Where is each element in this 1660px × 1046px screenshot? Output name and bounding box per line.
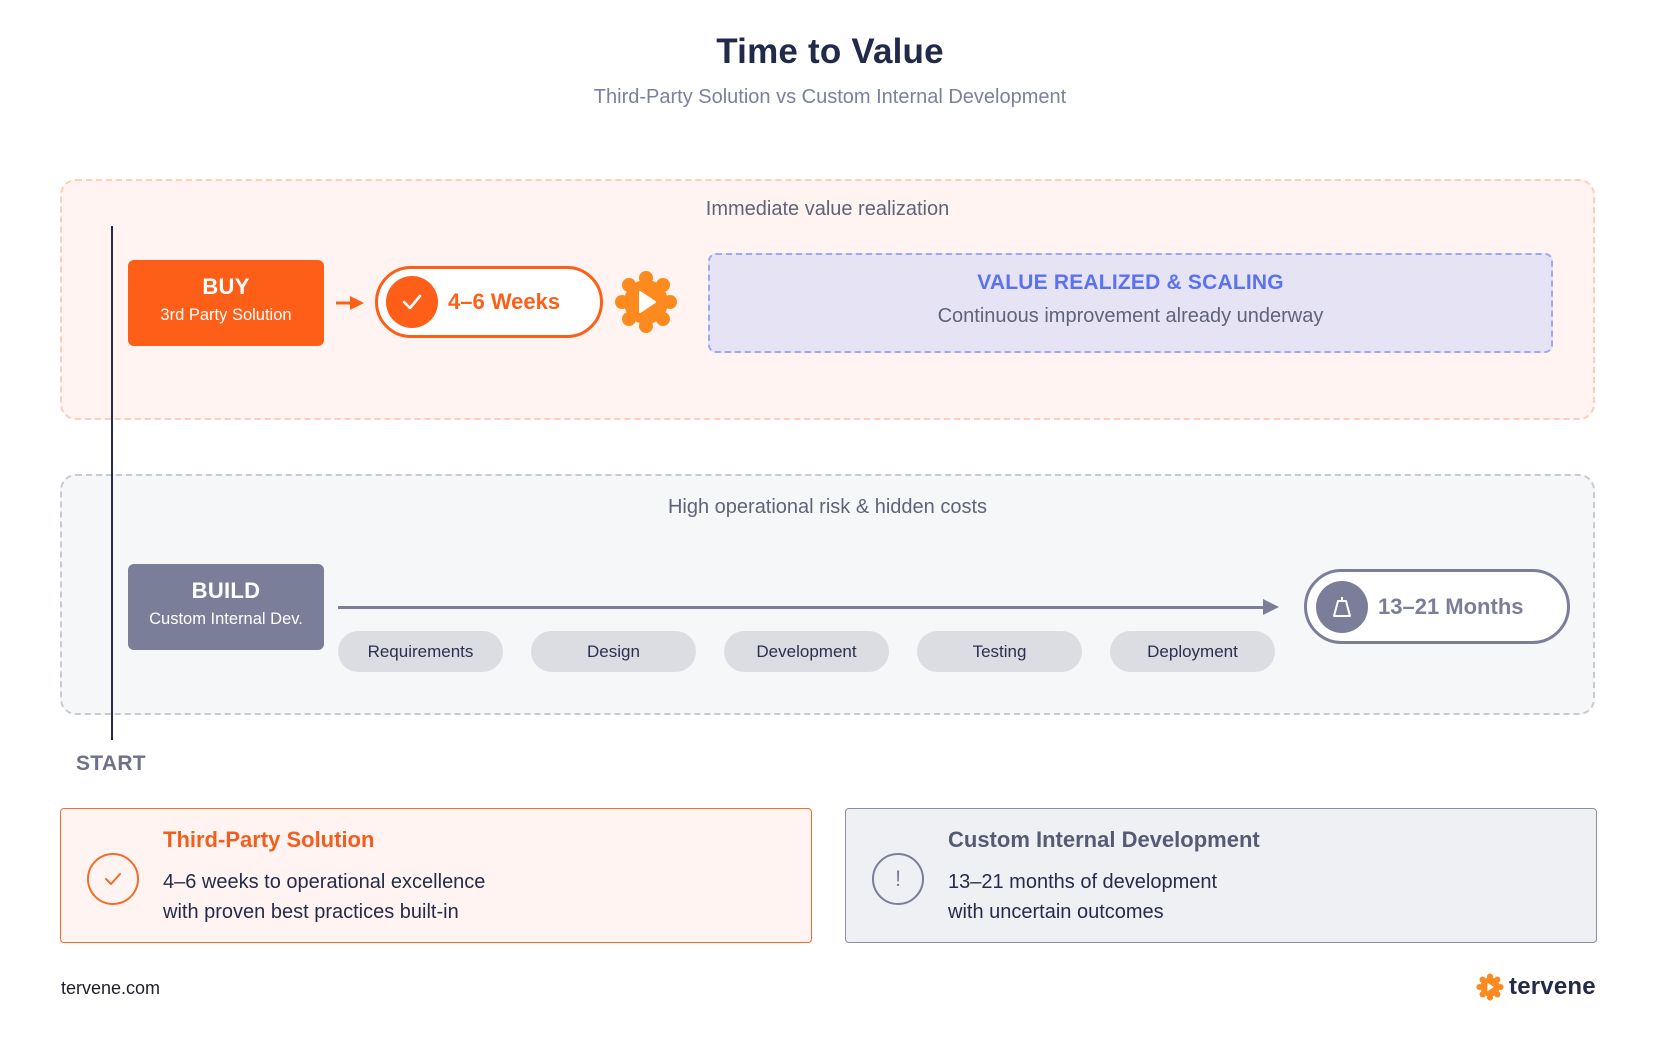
buy-box: BUY 3rd Party Solution — [128, 260, 324, 346]
build-lane-label: High operational risk & hidden costs — [667, 496, 988, 518]
card-text-line1: 4–6 weeks to operational excellence — [163, 871, 486, 893]
build-box-subtitle: Custom Internal Dev. — [149, 610, 303, 628]
gear-play-logo-icon — [1476, 973, 1504, 1001]
weight-icon — [1316, 580, 1368, 633]
card-text-line2: with proven best practices built-in — [163, 901, 459, 923]
build-duration-pill: 13–21 Months — [1304, 569, 1570, 644]
footer-url[interactable]: tervene.com — [61, 978, 161, 998]
build-box: BUILD Custom Internal Dev. — [128, 564, 324, 650]
gear-play-icon — [615, 271, 677, 333]
summary-card-third-party: Third-Party Solution 4–6 weeks to operat… — [60, 808, 812, 943]
brand-name: tervene — [1509, 973, 1596, 1000]
page-title: Time to Value — [716, 32, 944, 71]
buy-lane-label: Immediate value realization — [705, 198, 950, 220]
card-title: Third-Party Solution — [163, 827, 375, 852]
value-realized-title: VALUE REALIZED & SCALING — [977, 271, 1284, 294]
start-label: START — [76, 752, 146, 775]
value-realized-box: VALUE REALIZED & SCALING Continuous impr… — [708, 253, 1553, 353]
summary-card-custom-dev: ! Custom Internal Development 13–21 mont… — [845, 808, 1597, 943]
buy-duration-text: 4–6 Weeks — [448, 289, 561, 314]
timeline-line — [111, 226, 113, 740]
build-box-title: BUILD — [191, 578, 261, 603]
value-realized-subtitle: Continuous improvement already underway — [937, 305, 1324, 327]
buy-box-subtitle: 3rd Party Solution — [160, 306, 292, 324]
phase-pill-deployment: Deployment — [1110, 631, 1275, 672]
check-circle-icon — [87, 853, 139, 905]
page-subtitle: Third-Party Solution vs Custom Internal … — [593, 86, 1067, 108]
card-text-line2: with uncertain outcomes — [948, 901, 1164, 923]
card-text-line1: 13–21 months of development — [948, 871, 1218, 893]
build-duration-text: 13–21 Months — [1378, 593, 1524, 619]
arrowhead-icon — [1263, 599, 1279, 615]
arrow-right-icon — [336, 296, 364, 310]
buy-box-title: BUY — [202, 274, 250, 299]
phase-pill-testing: Testing — [917, 631, 1082, 672]
phase-pill-requirements: Requirements — [338, 631, 503, 672]
phase-pill-development: Development — [724, 631, 889, 672]
check-icon — [386, 276, 438, 328]
phase-pill-design: Design — [531, 631, 696, 672]
card-title: Custom Internal Development — [948, 827, 1260, 852]
buy-duration-pill: 4–6 Weeks — [375, 266, 603, 338]
build-progress-line — [338, 606, 1263, 609]
brand-logo: tervene — [1476, 973, 1596, 1001]
exclamation-circle-icon: ! — [872, 853, 924, 905]
